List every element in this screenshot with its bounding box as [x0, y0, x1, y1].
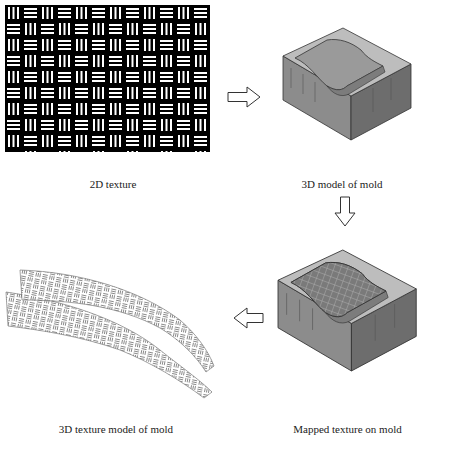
- block-arrow: [335, 197, 355, 226]
- block-arrow: [228, 87, 260, 107]
- panel-caption: 3D texture model of mold: [57, 423, 175, 436]
- figure-panel: 3D texture model of mold: [0, 255, 232, 440]
- texture-image: [5, 5, 210, 152]
- texture-sheet: [6, 270, 214, 398]
- block-arrow: [234, 308, 263, 328]
- mapped-mold: [278, 250, 416, 371]
- figure-panel: 3D model of mold: [262, 0, 422, 195]
- panel-caption: Mapped texture on mold: [291, 423, 403, 436]
- figure-panel: Mapped texture on mold: [265, 228, 430, 440]
- mold-model: [283, 28, 411, 140]
- panel-caption: 2D texture: [88, 178, 139, 191]
- figure-panel: 2D texture: [0, 0, 226, 195]
- panel-caption: 3D model of mold: [300, 178, 385, 191]
